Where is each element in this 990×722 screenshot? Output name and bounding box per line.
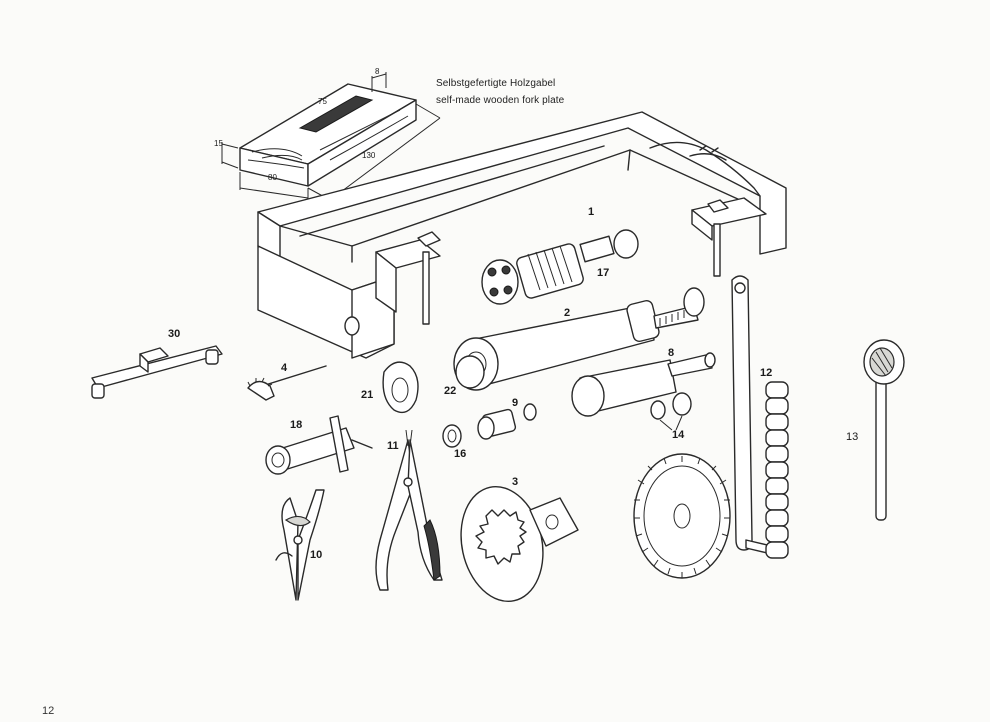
callout-4: 4 <box>281 362 288 374</box>
page-number: 12 <box>42 705 55 717</box>
callout-1: 1 <box>588 206 595 218</box>
tool-18-socket-wrench <box>265 415 373 475</box>
dimension-15: 15 <box>214 139 223 148</box>
tool-4-gear-tool <box>247 365 327 401</box>
stand-frame <box>257 111 787 359</box>
tool-17-armature <box>481 229 639 305</box>
tool-30-bar <box>91 345 223 399</box>
dimension-8: 8 <box>375 67 380 76</box>
tool-11-pliers <box>375 429 443 591</box>
callout-12: 12 <box>760 367 773 379</box>
dimension-130: 130 <box>362 151 376 160</box>
dimension-75: 75 <box>318 97 327 106</box>
tool-12-chain-wrench <box>731 275 789 559</box>
callout-14: 14 <box>672 429 685 441</box>
callout-13: 13 <box>846 431 859 443</box>
tool-13-splined-wrench <box>863 339 905 521</box>
callout-16: 16 <box>454 448 467 460</box>
tool-21-ring <box>382 361 419 414</box>
degree-wheel <box>633 453 731 579</box>
tool-9-adapter <box>477 403 537 440</box>
callout-22: 22 <box>444 385 457 397</box>
tool-10-circlip-pliers <box>275 489 325 601</box>
tool-3-clutch-holder <box>460 485 579 603</box>
callout-3: 3 <box>512 476 519 488</box>
tool-8-puller <box>571 352 716 417</box>
tool-16-bush <box>442 424 462 448</box>
dimension-80: 80 <box>268 173 277 182</box>
callout-8: 8 <box>668 347 675 359</box>
callout-9: 9 <box>512 397 519 409</box>
callout-2: 2 <box>564 307 571 319</box>
callout-18: 18 <box>290 419 303 431</box>
caption-english: self-made wooden fork plate <box>436 95 565 106</box>
callout-17: 17 <box>597 267 610 279</box>
callout-11: 11 <box>387 440 399 452</box>
callout-10: 10 <box>310 549 323 561</box>
tool-22-sleeve <box>455 355 485 389</box>
tool-14-bushes <box>650 392 692 431</box>
caption-german: Selbstgefertigte Holzgabel <box>436 78 556 89</box>
callout-30: 30 <box>168 328 181 340</box>
callout-21: 21 <box>361 389 374 401</box>
wooden-fork-plate <box>221 72 441 201</box>
